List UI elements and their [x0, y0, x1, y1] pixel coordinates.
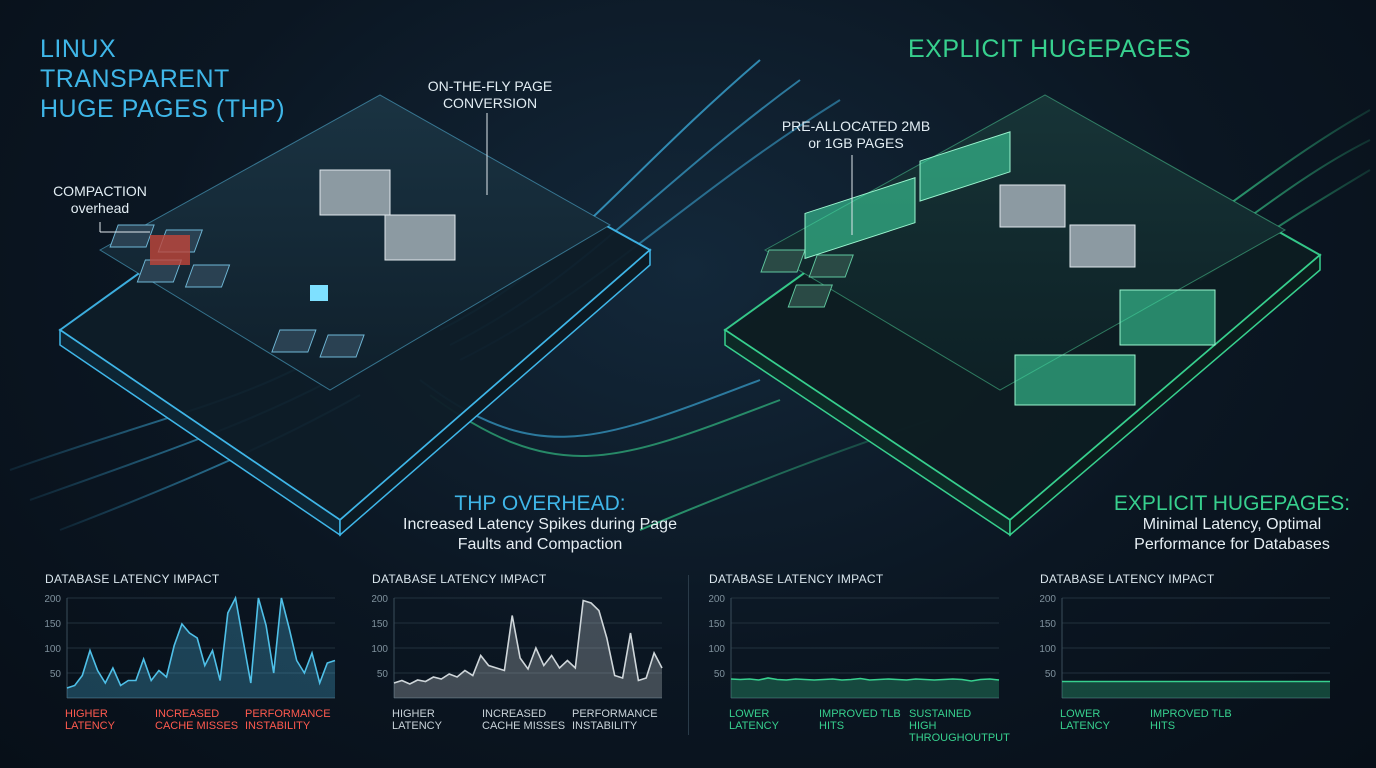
y-tick-label: 100 — [45, 644, 61, 655]
conversion-callout: ON-THE-FLY PAGE CONVERSION — [427, 78, 553, 111]
latency-area — [67, 598, 335, 698]
callout-lines — [99, 113, 853, 235]
impact-label: PERFORMANCE INSTABILITY — [245, 708, 331, 732]
y-tick-label: 50 — [377, 669, 389, 680]
impact-label: HIGHER LATENCY — [65, 708, 115, 732]
compaction-callout: COMPACTION overhead — [53, 183, 147, 216]
thp-overhead-description: Increased Latency Spikes during Page Fau… — [403, 516, 677, 553]
latency-chart-thp-b: DATABASE LATENCY IMPACT 50 100 150 200 HIGH… — [372, 570, 672, 750]
latency-line — [66, 595, 336, 689]
impact-label: LOWER LATENCY — [1060, 708, 1110, 732]
y-tick-label: 200 — [1040, 594, 1056, 605]
thp-title: LINUX TRANSPARENT HUGE PAGES (THP) — [40, 35, 286, 123]
chart-plot: 50 100 150 200 — [1040, 594, 1330, 699]
chart-plot: 50 100 150 200 — [45, 594, 336, 699]
hugepages-server — [723, 94, 1322, 537]
chart-title: DATABASE LATENCY IMPACT — [372, 572, 547, 586]
y-tick-label: 100 — [372, 644, 388, 655]
impact-label: IMPROVED TLB HITS — [1150, 708, 1232, 732]
hugepages-title: EXPLICIT HUGEPAGES — [908, 35, 1192, 63]
chart-title: DATABASE LATENCY IMPACT — [1040, 572, 1215, 586]
latency-area — [731, 678, 999, 698]
y-tick-label: 200 — [45, 594, 61, 605]
latency-area — [1062, 681, 1330, 698]
thp-overhead-title: THP OVERHEAD: — [454, 492, 626, 515]
hugepages-summary-description: Minimal Latency, Optimal Performance for… — [1134, 516, 1330, 553]
chart-plot: 50 100 150 200 — [709, 594, 1000, 699]
y-tick-label: 200 — [709, 594, 725, 605]
y-tick-label: 50 — [714, 669, 726, 680]
latency-chart-hugepages-b: DATABASE LATENCY IMPACT 50 100 150 200 LOWE… — [1040, 570, 1340, 750]
y-tick-label: 150 — [1040, 619, 1056, 630]
chart-title: DATABASE LATENCY IMPACT — [45, 572, 220, 586]
impact-label: PERFORMANCE INSTABILITY — [572, 708, 658, 732]
y-tick-label: 150 — [709, 619, 725, 630]
latency-area — [394, 600, 662, 698]
y-tick-label: 100 — [709, 644, 725, 655]
chart-title: DATABASE LATENCY IMPACT — [709, 572, 884, 586]
impact-label: SUSTAINED HIGH THROUGHOUTPUT — [909, 708, 1010, 744]
impact-label: INCREASED CACHE MISSES — [482, 708, 566, 732]
y-tick-label: 200 — [372, 594, 388, 605]
impact-label: INCREASED CACHE MISSES — [155, 708, 239, 732]
y-tick-label: 50 — [1045, 669, 1057, 680]
chart-divider — [688, 575, 689, 735]
impact-labels: LOWER LATENCY IMPROVED TLB HITS — [1040, 708, 1340, 738]
y-tick-label: 150 — [45, 619, 61, 630]
latency-line — [730, 677, 1000, 682]
y-tick-label: 100 — [1040, 644, 1056, 655]
hugepages-summary-title: EXPLICIT HUGEPAGES: — [1113, 492, 1351, 515]
latency-chart-hugepages-a: DATABASE LATENCY IMPACT 50 100 150 200 LOWE… — [709, 570, 1010, 750]
latency-line — [393, 599, 663, 685]
thp-server — [58, 94, 652, 537]
impact-label: IMPROVED TLB HITS — [819, 708, 901, 732]
impact-labels: LOWER LATENCY IMPROVED TLB HITS SUSTAINED … — [709, 708, 1010, 744]
impact-label: LOWER LATENCY — [729, 708, 779, 732]
y-tick-label: 50 — [50, 669, 62, 680]
preallocated-callout: PRE-ALLOCATED 2MB or 1GB PAGES — [781, 118, 931, 151]
latency-chart-thp-a: DATABASE LATENCY IMPACT 50 100 150 200 HIGH… — [45, 570, 345, 750]
chart-plot: 50 100 150 200 — [372, 594, 663, 699]
impact-label: HIGHER LATENCY — [392, 708, 442, 732]
y-tick-label: 150 — [372, 619, 388, 630]
